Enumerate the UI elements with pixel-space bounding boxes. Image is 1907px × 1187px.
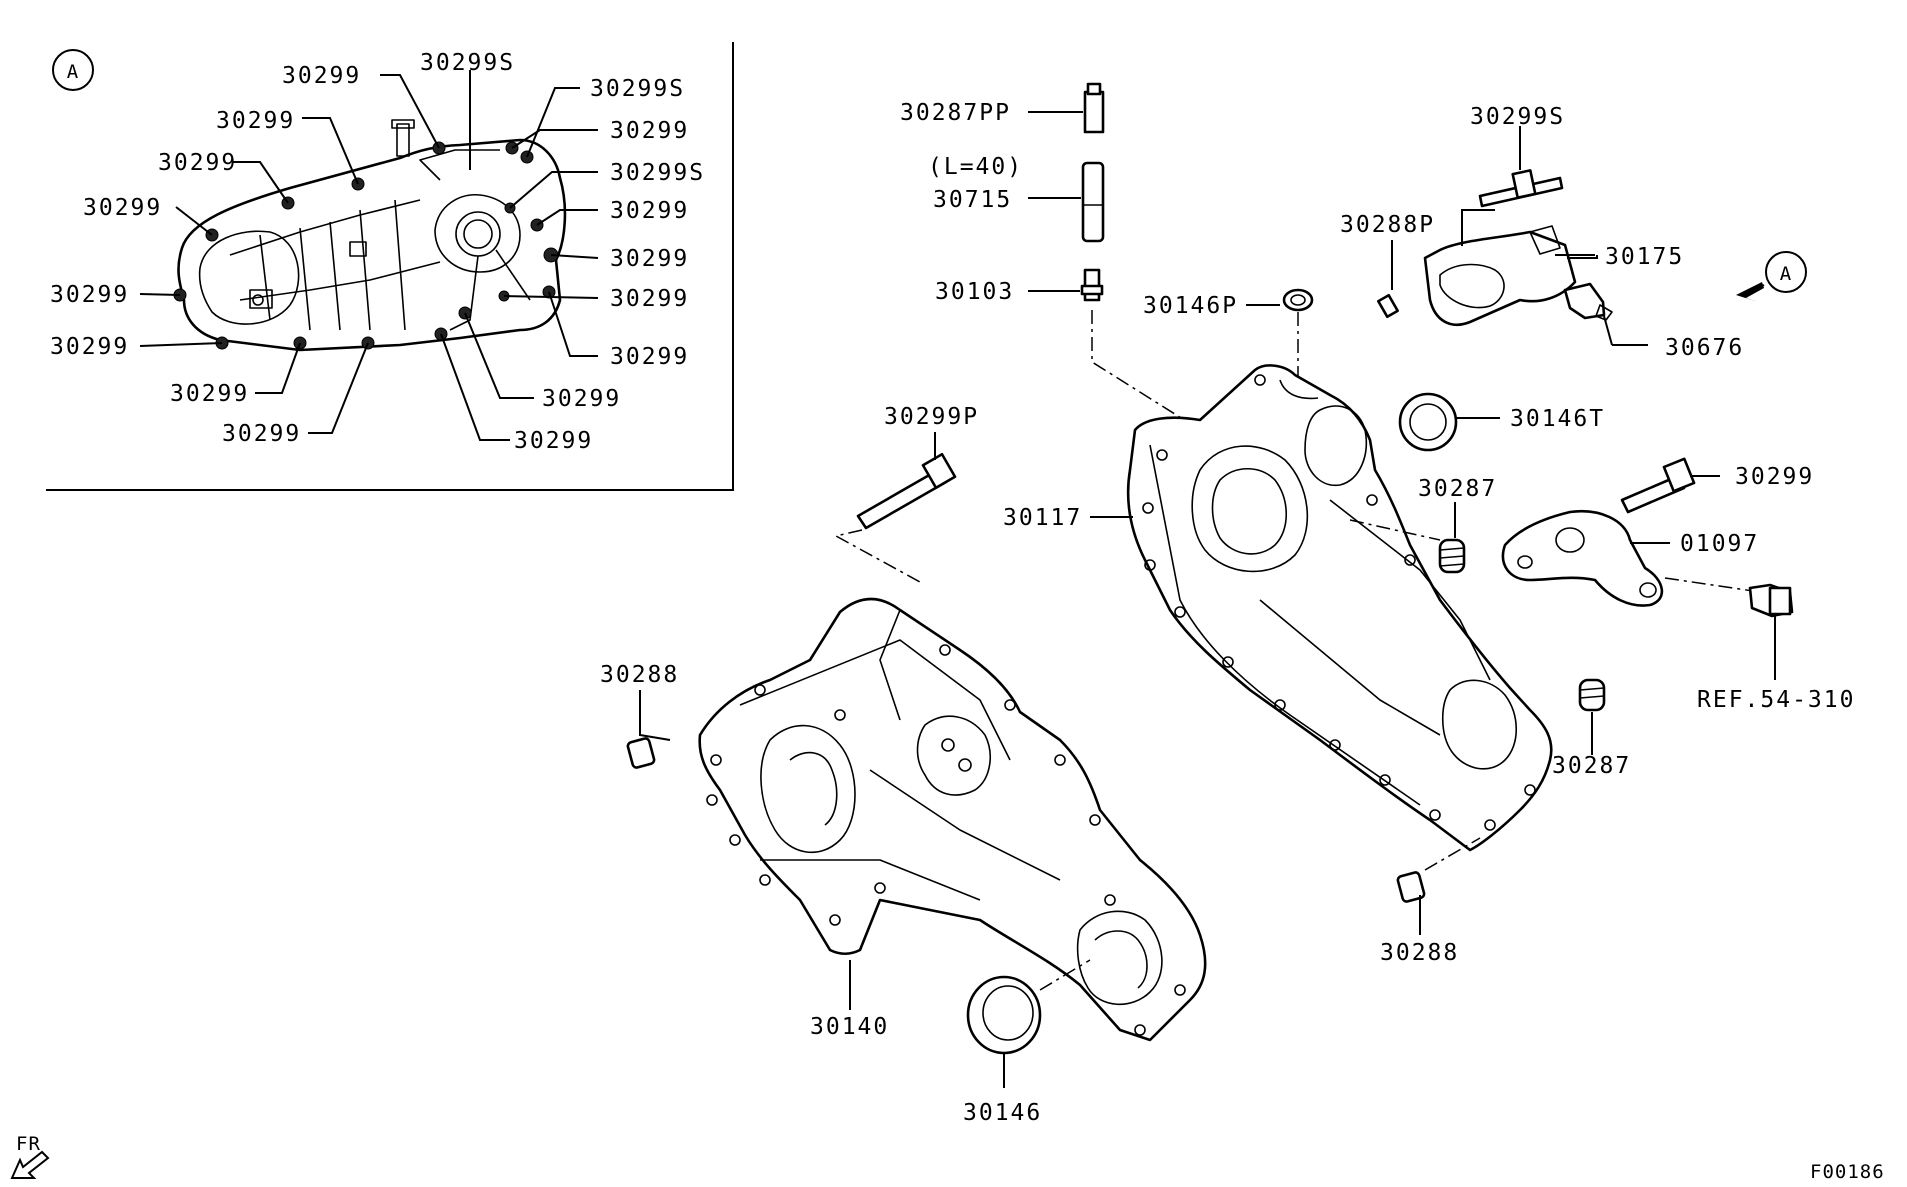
- label-30288-bottom: 30288: [1380, 940, 1459, 966]
- label-30287-lower: 30287: [1552, 753, 1631, 779]
- label-01097: 01097: [1680, 531, 1759, 557]
- inset-leader-lines: [139, 70, 599, 441]
- inset-bolt-markers: [173, 141, 559, 350]
- part-30140: 30140: [698, 597, 1207, 1042]
- part-30288-left: 30288: [600, 662, 679, 769]
- inset-marker-circle: [52, 49, 94, 91]
- part-30117: 30117: [1003, 364, 1553, 852]
- label-30146: 30146: [963, 1100, 1042, 1126]
- inset-marker-label: A: [67, 61, 79, 83]
- label-30103: 30103: [935, 279, 1014, 305]
- figure-code: F00186: [1810, 1161, 1885, 1183]
- inset-callout: 30299: [50, 334, 129, 360]
- label-30146P: 30146P: [1143, 293, 1238, 319]
- label-30299S: 30299S: [1470, 104, 1565, 130]
- inset-callout: 30299S: [590, 76, 685, 102]
- label-30175: 30175: [1605, 244, 1684, 270]
- inset-callout: 30299: [170, 381, 249, 407]
- direction-label: FR: [16, 1133, 41, 1155]
- view-a-label: A: [1780, 263, 1792, 285]
- view-a-marker: A: [1736, 251, 1807, 302]
- inset-callout: 30299S: [420, 50, 515, 76]
- part-01097: 01097: [1501, 509, 1761, 607]
- inset-callout: 30299: [216, 108, 295, 134]
- part-30288-bottom: 30288: [1380, 837, 1481, 966]
- part-30288P: 30288P: [1340, 212, 1435, 319]
- label-30140: 30140: [810, 1014, 889, 1040]
- label-30715: 30715: [933, 187, 1012, 213]
- part-30299: 30299: [1620, 457, 1814, 514]
- label-30288P: 30288P: [1340, 212, 1435, 238]
- label-30287PP: 30287PP: [900, 100, 1011, 126]
- label-30117: 30117: [1003, 505, 1082, 531]
- part-30299P: 30299P: [833, 404, 979, 583]
- label-30146T: 30146T: [1510, 406, 1605, 432]
- inset-callout: 30299: [514, 428, 593, 454]
- label-30299P: 30299P: [884, 404, 979, 430]
- inset-callout: 30299: [158, 150, 237, 176]
- part-30146P: 30146P: [1143, 288, 1314, 408]
- part-30299S: 30299S: [1470, 104, 1565, 208]
- inset-callout: 30299: [50, 282, 129, 308]
- label-length: (L=40): [928, 154, 1023, 180]
- part-30715: (L=40) 30715: [928, 154, 1105, 243]
- inset-callout: 30299: [610, 198, 689, 224]
- inset-callout: 30299: [83, 195, 162, 221]
- part-30287PP: 30287PP: [900, 82, 1105, 134]
- inset-view-a: A: [46, 42, 734, 491]
- inset-callout: 30299: [610, 246, 689, 272]
- inset-callout: 30299: [610, 286, 689, 312]
- part-30175: 30175: [1423, 209, 1684, 327]
- part-30146T: 30146T: [1398, 392, 1605, 452]
- part-30287-upper: 30287: [1418, 476, 1497, 574]
- inset-callout: 30299: [282, 63, 361, 89]
- inset-housing-illustration: [177, 119, 567, 352]
- inset-callout: 30299S: [610, 160, 705, 186]
- label-30288-left: 30288: [600, 662, 679, 688]
- label-ref: REF.54-310: [1697, 687, 1855, 713]
- label-30676: 30676: [1665, 335, 1744, 361]
- inset-callout: 30299: [222, 421, 301, 447]
- label-30287-upper: 30287: [1418, 476, 1497, 502]
- part-30676: 30676: [1563, 282, 1744, 361]
- label-30299: 30299: [1735, 464, 1814, 490]
- part-30146: 30146: [963, 975, 1042, 1126]
- front-direction-indicator: FR: [10, 1133, 50, 1179]
- part-ref-sensor: REF.54-310: [1697, 583, 1855, 713]
- part-30287-lower: 30287: [1552, 678, 1631, 779]
- inset-callout: 30299: [610, 118, 689, 144]
- front-arrow-icon: [10, 1150, 50, 1179]
- inset-callout: 30299: [542, 386, 621, 412]
- inset-callout: 30299: [610, 344, 689, 370]
